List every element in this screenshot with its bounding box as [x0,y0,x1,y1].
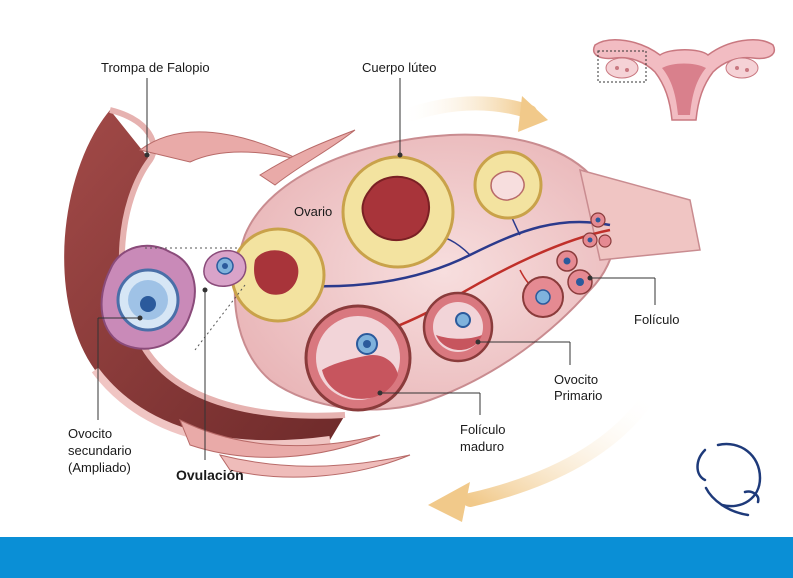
corpus-luteum [341,155,455,269]
leader-lines [97,78,656,460]
label-foliculo-maduro-1: Folículo [460,422,506,437]
growing-follicle [422,291,494,363]
corpus-albicans [473,150,543,220]
ruptured-follicle [230,227,326,323]
label-cuerpo-luteo: Cuerpo lúteo [362,60,437,75]
mature-follicle [304,304,412,412]
cycle-arrow-icon [393,96,657,522]
label-ovulacion: Ovulación [176,467,244,483]
label-ovocito-sec-2: secundario [68,443,132,458]
label-foliculo: Folículo [634,312,680,327]
leader-dots [137,152,593,396]
guide-lines [145,247,246,351]
footer-bar [0,537,793,578]
label-ovocito-primario-2: Primario [554,388,603,403]
fetus-logo-icon [696,442,762,517]
uterus-inset-icon [593,39,775,121]
label-ovario: Ovario [294,204,333,219]
label-ovocito-sec-1: Ovocito [68,426,113,441]
released-oocyte [203,249,247,287]
secondary-oocyte-enlarged [100,244,196,350]
label-trompa: Trompa de Falopio [101,60,210,75]
label-ovocito-sec-3: (Ampliado) [68,460,131,475]
label-ovocito-primario-1: Ovocito [554,372,599,387]
small-follicles [522,212,612,318]
label-foliculo-maduro-2: maduro [460,439,505,454]
